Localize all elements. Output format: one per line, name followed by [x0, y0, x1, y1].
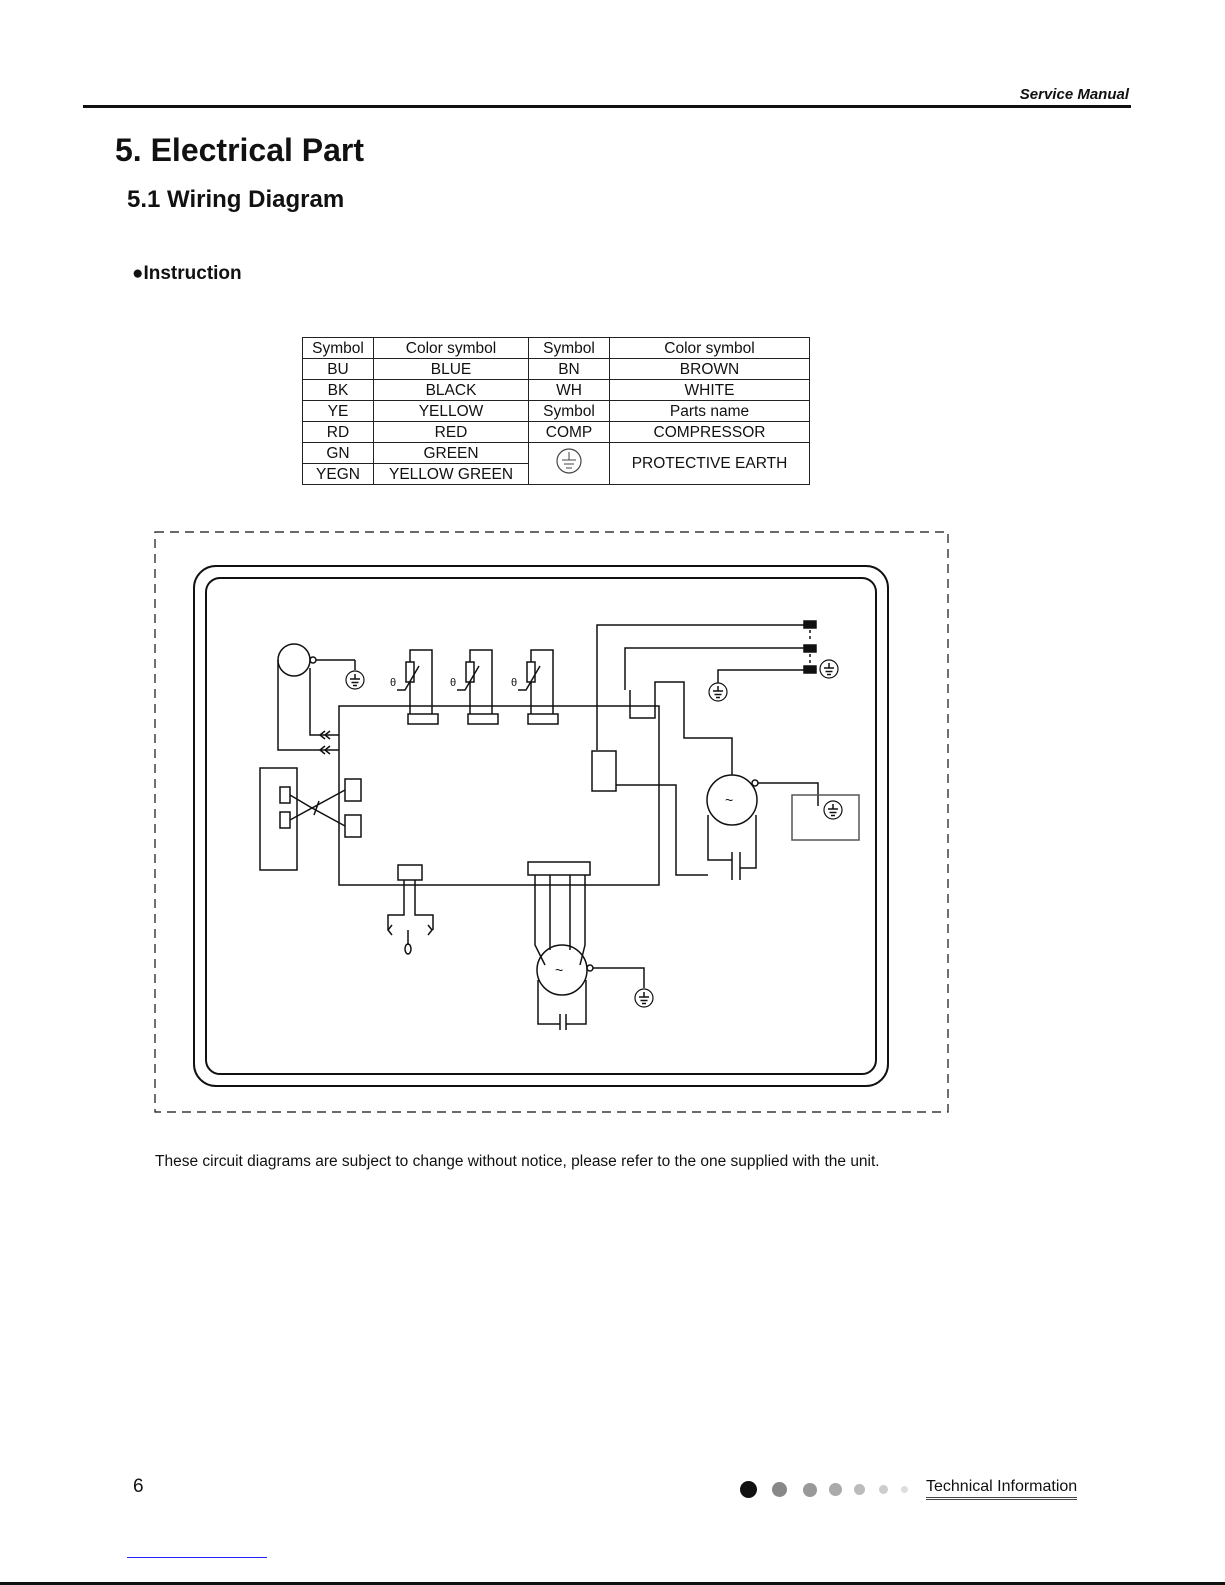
header-cell: Symbol	[302, 337, 374, 359]
color-symbol-legend-table: Symbol Color symbol Symbol Color symbol …	[302, 337, 810, 485]
cell: BN	[528, 358, 610, 380]
thermistor-1: θ	[390, 649, 439, 725]
section-title: 5. Electrical Part	[115, 132, 365, 168]
receiver-sensor	[387, 864, 434, 955]
svg-text:θ: θ	[511, 677, 517, 689]
ground-icon	[345, 670, 365, 690]
power-terminal-block	[591, 620, 839, 876]
header-rule	[83, 105, 1131, 108]
dot-icon	[879, 1485, 888, 1494]
svg-text:~: ~	[555, 962, 563, 978]
unit-outline-inner	[205, 577, 877, 1075]
page-number: 6	[133, 1476, 144, 1497]
diagram-dashed-border	[154, 531, 949, 1113]
cell: YEGN	[302, 463, 374, 485]
svg-text:~: ~	[725, 792, 733, 808]
earth-symbol-cell	[528, 442, 610, 485]
cell: GN	[302, 442, 374, 464]
svg-text:θ: θ	[390, 677, 396, 689]
cell: RD	[302, 421, 374, 443]
cell: WH	[528, 379, 610, 401]
ground-icon	[634, 988, 654, 1008]
instruction-heading: ●Instruction	[132, 263, 242, 284]
header-cell: Symbol	[528, 337, 610, 359]
cell: PROTECTIVE EARTH	[609, 442, 810, 485]
cell: BLUE	[373, 358, 529, 380]
dot-icon	[803, 1482, 817, 1497]
relay	[591, 750, 617, 792]
cell: Parts name	[609, 400, 810, 422]
subsection-title: 5.1 Wiring Diagram	[127, 186, 345, 213]
dot-icon	[772, 1482, 787, 1497]
header-cell: Color symbol	[373, 337, 529, 359]
dot-icon	[740, 1481, 757, 1498]
display-panel	[259, 767, 362, 871]
ground-icon	[708, 682, 728, 702]
thermistor-3: θ	[511, 649, 559, 725]
ground-icon	[823, 800, 843, 820]
ground-icon	[819, 659, 839, 679]
dot-icon	[901, 1486, 908, 1493]
unit-outline-outer	[193, 565, 889, 1087]
control-board	[338, 705, 660, 886]
link-underline	[127, 1557, 267, 1558]
cell: Symbol	[528, 400, 610, 422]
disclaimer-note: These circuit diagrams are subject to ch…	[155, 1153, 880, 1170]
thermistors: θ θ θ	[390, 649, 559, 725]
cell: BLACK	[373, 379, 529, 401]
footer-dots	[740, 1481, 908, 1498]
indoor-fan-motor: ~	[527, 861, 654, 1030]
compressor-motor: ~	[706, 774, 860, 880]
svg-text:θ: θ	[450, 677, 456, 689]
bottom-rule	[0, 1582, 1225, 1585]
dot-icon	[854, 1484, 865, 1495]
dot-icon	[829, 1483, 842, 1496]
running-header: Service Manual	[1019, 86, 1129, 103]
swing-motor	[277, 643, 365, 755]
ground-icon	[556, 448, 582, 474]
thermistor-2: θ	[450, 649, 499, 725]
cell: COMP	[528, 421, 610, 443]
cell: YELLOW GREEN	[373, 463, 529, 485]
footer-section-label: Technical Information	[926, 1478, 1078, 1500]
